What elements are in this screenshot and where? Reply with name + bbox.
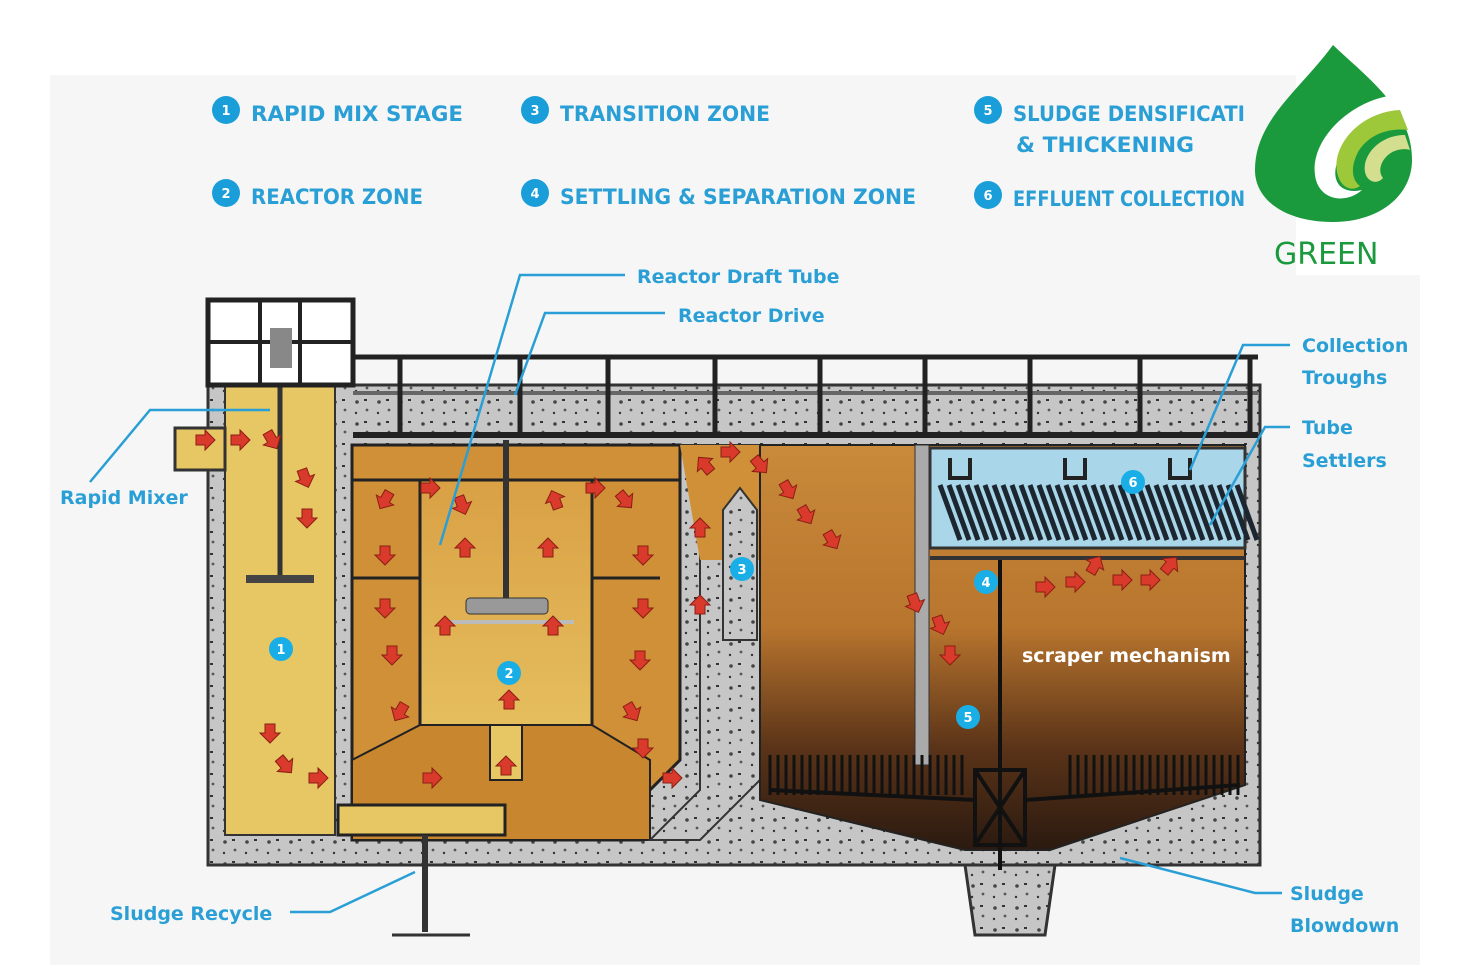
svg-text:5: 5 xyxy=(983,104,992,119)
zone-badges: 1 2 3 4 5 6 xyxy=(269,470,1145,729)
settler-tube xyxy=(1072,484,1098,541)
settler-tube xyxy=(1189,484,1215,541)
settler-tube xyxy=(1135,484,1161,541)
settler-tube xyxy=(1180,484,1206,541)
settler-tube xyxy=(946,484,972,541)
legend-item-6: 6 EFFLUENT COLLECTION xyxy=(974,181,1245,211)
settler-tube xyxy=(991,484,1017,541)
settler-tube xyxy=(1225,484,1251,541)
svg-text:6: 6 xyxy=(983,189,992,204)
svg-text:4: 4 xyxy=(981,576,990,591)
legend-item-3: 3 TRANSITION ZONE xyxy=(521,96,770,126)
settler-tube xyxy=(1054,484,1080,541)
legend-item-4: 4 SETTLING & SEPARATION ZONE xyxy=(521,179,916,209)
settler-tube xyxy=(1171,484,1197,541)
svg-text:2: 2 xyxy=(221,187,230,202)
settler-tube xyxy=(1000,484,1026,541)
label-sludge-blowdown: Sludge xyxy=(1290,883,1364,905)
zone-badge-1: 1 xyxy=(269,637,293,661)
settler-tube xyxy=(982,484,1008,541)
callout-lines xyxy=(89,273,1290,914)
svg-text:SLUDGE DENSIFICATI: SLUDGE DENSIFICATI xyxy=(1013,102,1245,126)
settler-tube xyxy=(1207,484,1233,541)
zone-badge-5: 5 xyxy=(956,705,980,729)
label-collection-troughs: Collection xyxy=(1302,335,1408,357)
zone-badge-2: 2 xyxy=(497,661,521,685)
settler-tube xyxy=(1036,484,1062,541)
svg-text:3: 3 xyxy=(530,104,539,119)
settler-tube xyxy=(964,484,990,541)
svg-text:6: 6 xyxy=(1128,476,1137,491)
settler-tube xyxy=(1144,484,1170,541)
svg-text:TRANSITION ZONE: TRANSITION ZONE xyxy=(560,102,770,126)
svg-text:1: 1 xyxy=(221,104,230,119)
settler-tube xyxy=(1099,484,1125,541)
settler-tube xyxy=(1162,484,1188,541)
handrail xyxy=(353,354,1258,438)
zone-badge-6: 6 xyxy=(1121,470,1145,494)
svg-text:& THICKENING: & THICKENING xyxy=(1016,133,1194,157)
svg-text:4: 4 xyxy=(530,187,539,202)
label-reactor-drive: Reactor Drive xyxy=(678,305,825,327)
legend: 1 RAPID MIX STAGE 2 REACTOR ZONE 3 TRANSITI… xyxy=(212,96,1245,211)
settler-tube xyxy=(1153,484,1179,541)
svg-text:REACTOR ZONE: REACTOR ZONE xyxy=(251,185,423,209)
svg-text:1: 1 xyxy=(276,643,285,658)
svg-text:SETTLING & SEPARATION ZONE: SETTLING & SEPARATION ZONE xyxy=(560,185,916,209)
label-scraper-mechanism: scraper mechanism xyxy=(1022,645,1231,667)
label-rapid-mixer: Rapid Mixer xyxy=(60,487,188,509)
settler-tube xyxy=(1117,484,1143,541)
legend-item-5: 5 SLUDGE DENSIFICATI & THICKENING xyxy=(974,96,1245,157)
collection-trough xyxy=(948,458,972,480)
settler-tube xyxy=(1234,484,1260,541)
legend-item-1: 1 RAPID MIX STAGE xyxy=(212,96,463,126)
sludge-recycle-pipe xyxy=(336,803,507,837)
settler-tube xyxy=(1018,484,1044,541)
svg-text:5: 5 xyxy=(963,711,972,726)
label-sludge-recycle: Sludge Recycle xyxy=(110,903,272,925)
green-logo: GREEN xyxy=(1255,40,1425,275)
settler-tube xyxy=(1009,484,1035,541)
label-reactor-draft-tube: Reactor Draft Tube xyxy=(637,266,840,288)
settler-tube xyxy=(1108,484,1134,541)
svg-text:EFFLUENT COLLECTION: EFFLUENT COLLECTION xyxy=(1013,187,1245,211)
svg-text:2: 2 xyxy=(504,667,513,682)
scraper-mechanism xyxy=(769,560,1241,870)
settler-tube xyxy=(1090,484,1116,541)
legend-item-2: 2 REACTOR ZONE xyxy=(212,179,423,209)
svg-text:RAPID MIX STAGE: RAPID MIX STAGE xyxy=(251,102,463,126)
settler-tube xyxy=(1027,484,1053,541)
clarifier-tank xyxy=(173,297,1262,937)
settler-tube xyxy=(1081,484,1107,541)
label-sludge-blowdown-2: Blowdown xyxy=(1290,915,1399,937)
zone-badge-3: 3 xyxy=(730,557,754,581)
label-collection-troughs-2: Troughs xyxy=(1302,367,1387,389)
settler-tube xyxy=(937,484,963,541)
inlet-pipe xyxy=(173,426,227,472)
zone-badge-4: 4 xyxy=(974,570,998,594)
settler-tube xyxy=(1126,484,1152,541)
settler-tube xyxy=(1063,484,1089,541)
svg-text:3: 3 xyxy=(737,563,746,578)
collection-trough xyxy=(1063,458,1087,480)
settler-tube xyxy=(1045,484,1071,541)
settler-tube xyxy=(1198,484,1224,541)
settler-tube xyxy=(955,484,981,541)
svg-text:GREEN: GREEN xyxy=(1274,237,1378,272)
settler-tube xyxy=(1216,484,1242,541)
settler-tube xyxy=(973,484,999,541)
label-tube-settlers-2: Settlers xyxy=(1302,450,1387,472)
label-tube-settlers: Tube xyxy=(1302,417,1353,439)
